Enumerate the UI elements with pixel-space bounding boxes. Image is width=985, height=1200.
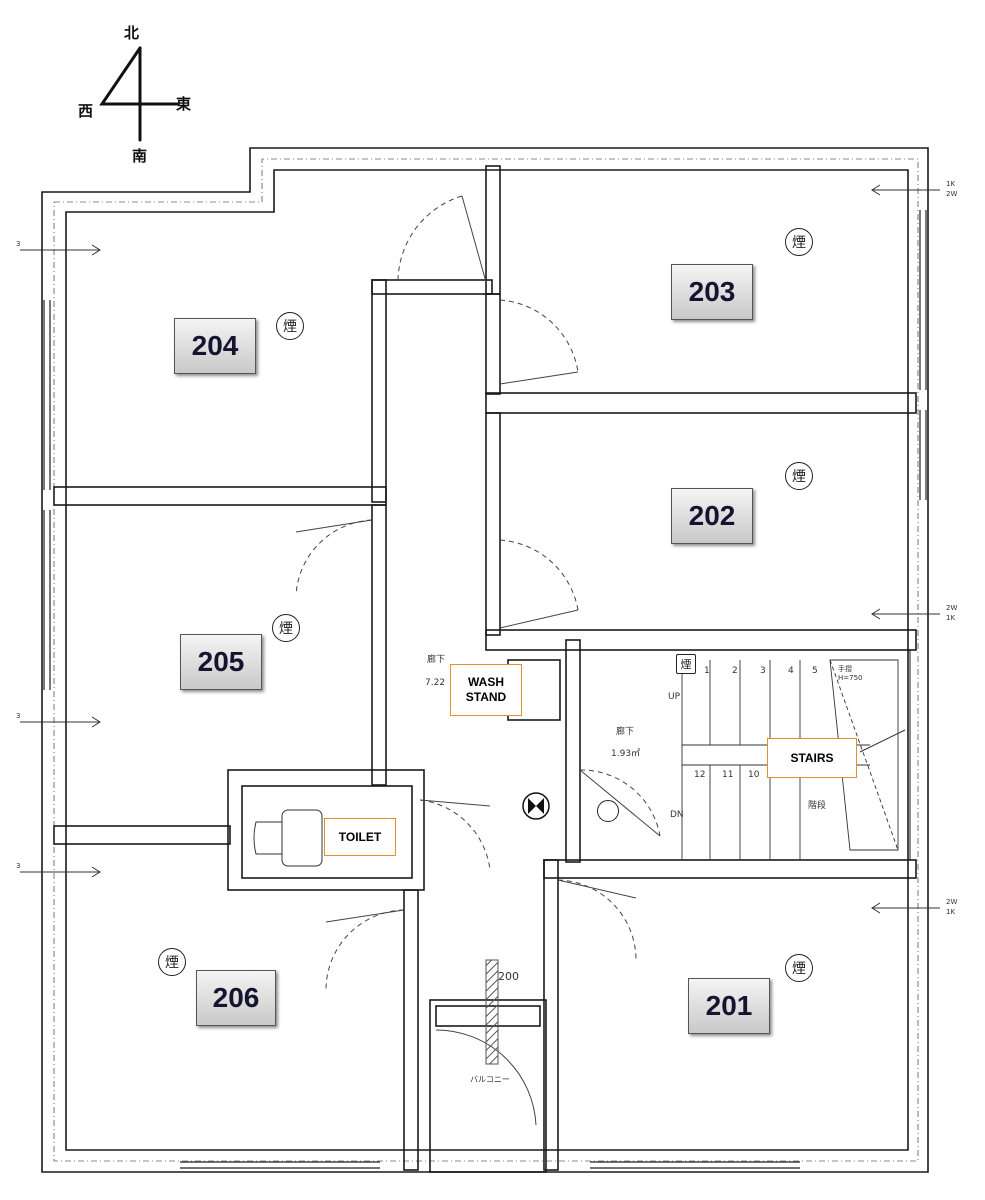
wash-stand-tag: WASH STAND [450, 664, 522, 716]
smoke-detector-icon: 煙 [676, 654, 696, 674]
room-label-202: 202 [671, 488, 753, 544]
stair-step-1: 1 [704, 666, 710, 676]
outer-wall-inner [65, 169, 909, 1151]
compass-east: 東 [176, 95, 192, 113]
stair-step-11: 11 [722, 770, 734, 780]
vent-label: 2W [946, 898, 958, 906]
stair-label: 階段 [808, 801, 827, 811]
smoke-detector-icon: 煙 [785, 228, 813, 256]
vent-label: 3 [16, 240, 21, 248]
room-label-201: 201 [688, 978, 770, 1034]
vent-label: 2W [946, 604, 958, 612]
room-label-203: 203 [671, 264, 753, 320]
up-label: UP [668, 692, 681, 702]
smoke-detector-icon: 煙 [785, 462, 813, 490]
toilet-tag: TOILET [324, 818, 396, 856]
stairs-tag: STAIRS [767, 738, 857, 778]
dimension-200: 200 [498, 970, 519, 983]
outer-wall-outer [41, 147, 929, 1173]
heat-detector-icon [597, 800, 619, 822]
hall-label-2: 廊下 [616, 727, 635, 737]
hall-label: 廊下 [427, 655, 446, 665]
vent-label: 1K [946, 180, 956, 188]
stair-step-3: 3 [760, 666, 766, 676]
smoke-detector-icon: 煙 [276, 312, 304, 340]
fan-symbol [522, 792, 550, 820]
stair-step-10: 10 [748, 770, 760, 780]
hall-area: 7.22 [425, 678, 446, 688]
stair-step-2: 2 [732, 666, 738, 676]
room-label-204: 204 [174, 318, 256, 374]
balcony-label: バルコニー [470, 1075, 510, 1084]
stair-step-4: 4 [788, 666, 794, 676]
stair-step-12: 12 [694, 770, 706, 780]
room-label-205: 205 [180, 634, 262, 690]
smoke-detector-icon: 煙 [272, 614, 300, 642]
vent-label: 1K [946, 614, 956, 622]
vent-label: 3 [16, 712, 21, 720]
vent-label: 1K [946, 908, 956, 916]
smoke-detector-icon: 煙 [158, 948, 186, 976]
compass-south: 南 [132, 147, 148, 165]
room-label-206: 206 [196, 970, 276, 1026]
handrail-height: H=750 [838, 674, 863, 682]
smoke-detector-icon: 煙 [785, 954, 813, 982]
vent-label: 3 [16, 862, 21, 870]
compass-west: 西 [78, 102, 94, 120]
vent-label: 2W [946, 190, 958, 198]
handrail-note: 手摺 [838, 665, 852, 673]
compass-north: 北 [124, 24, 140, 42]
dn-label: DN [670, 810, 684, 820]
hall-area-2: 1.93㎡ [611, 749, 641, 759]
stair-step-5: 5 [812, 666, 818, 676]
